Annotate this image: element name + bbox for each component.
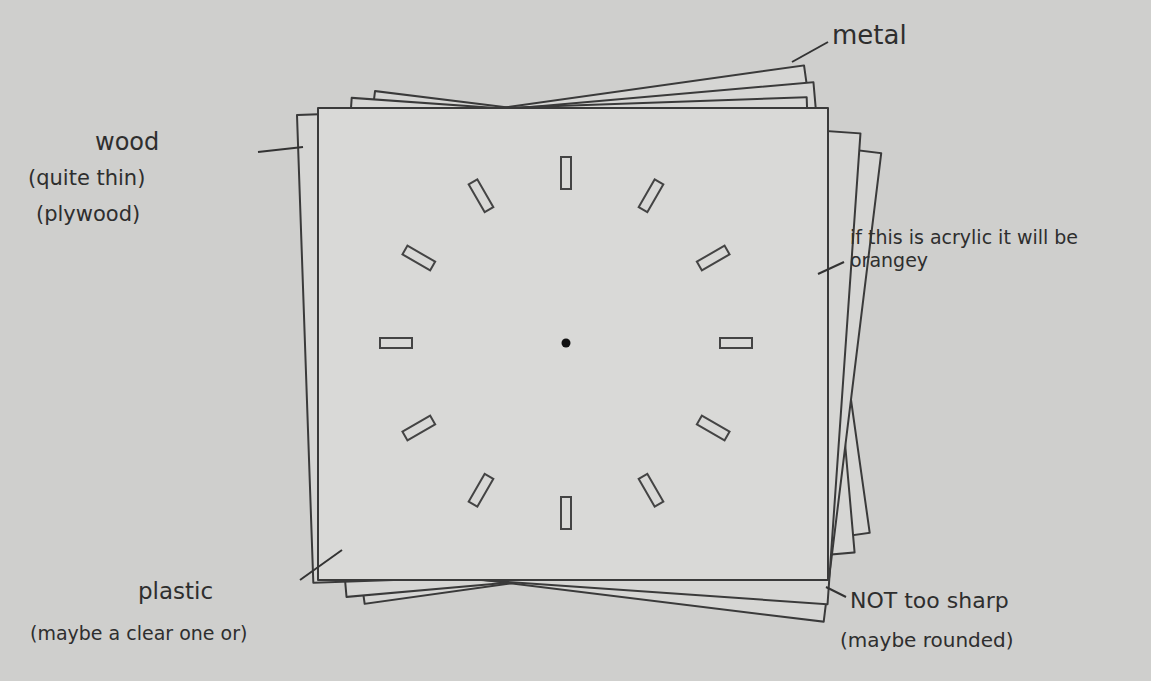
- leader-line: [258, 147, 303, 152]
- annotation-label: metal: [832, 20, 907, 51]
- hour-mark: [469, 474, 494, 507]
- leader-line: [300, 550, 342, 580]
- plastic-layer: [318, 91, 882, 622]
- annotation-label: NOT too sharp: [850, 588, 1009, 614]
- annotation-label: wood: [95, 128, 159, 157]
- annotation-label: plastic: [138, 578, 213, 606]
- annotation-label: (plywood): [36, 202, 140, 227]
- hour-mark: [697, 416, 730, 441]
- hour-mark: [720, 338, 752, 348]
- hour-marks: [380, 157, 752, 529]
- leader-lines: [258, 42, 846, 597]
- leader-line: [826, 587, 846, 597]
- hour-mark: [639, 179, 664, 212]
- hour-mark: [561, 497, 571, 529]
- hour-mark: [469, 179, 494, 212]
- hour-mark: [380, 338, 412, 348]
- annotation-label: (quite thin): [28, 166, 145, 191]
- front-layer: [318, 108, 828, 580]
- hour-mark: [639, 474, 664, 507]
- leader-line: [818, 262, 844, 274]
- hour-mark: [561, 157, 571, 189]
- center-dot: [562, 339, 571, 348]
- leader-line: [792, 42, 828, 62]
- hour-mark: [402, 246, 435, 271]
- hour-mark: [697, 246, 730, 271]
- hour-mark: [402, 416, 435, 441]
- metal-layer: [299, 65, 870, 603]
- metal-layer: [305, 82, 854, 597]
- plastic-layer: [319, 98, 861, 604]
- annotation-label: (maybe rounded): [840, 628, 1014, 652]
- annotation-label: if this is acrylic it will be orangey: [850, 226, 1140, 272]
- annotation-label: (maybe a clear one or): [30, 622, 247, 645]
